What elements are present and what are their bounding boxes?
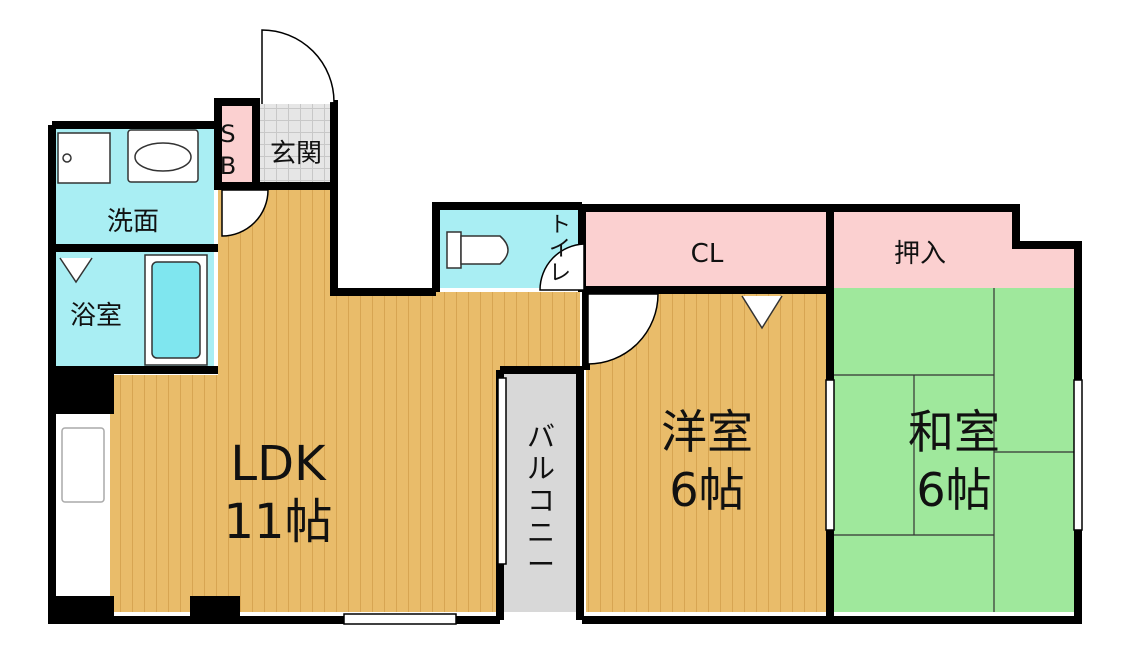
closet-floor (586, 212, 828, 288)
oshiire-floor (834, 212, 1074, 288)
balcony-floor (504, 374, 576, 612)
toilet-char-3: レ (549, 261, 571, 286)
entrance-name: 玄関 (270, 139, 322, 169)
toilet-char-2: イ (549, 237, 571, 262)
windows (343, 377, 1083, 625)
japanese-name: 和室 (908, 405, 1000, 459)
toilet-char-1: ト (549, 213, 571, 238)
ldk-name: LDK (230, 436, 327, 492)
shoebox-s: S (220, 120, 235, 148)
balcony-char-4: ニ (527, 516, 555, 549)
toilet-bowl-icon (446, 231, 462, 269)
washing-machine-icon (57, 132, 111, 184)
balcony-char-3: コ (527, 484, 555, 517)
entrance-floor (260, 104, 334, 186)
oshiire-name: 押入 (894, 239, 946, 269)
balcony-char-5: ー (527, 548, 555, 581)
door-swings (221, 29, 659, 365)
columns (48, 372, 240, 624)
balcony-char-2: ル (527, 452, 555, 485)
ldk-size: 11帖 (223, 494, 332, 550)
western-size: 6帖 (669, 463, 744, 517)
washroom-name: 洗面 (107, 207, 159, 237)
shoebox-b: B (220, 152, 236, 180)
ldk-floor (110, 190, 580, 612)
fixtures (57, 129, 783, 366)
japanese-floor (834, 288, 1074, 612)
bathroom-name: 浴室 (70, 301, 122, 331)
tatami-lines (834, 288, 1074, 612)
room-labels: LDK 11帖 洋室 6帖 和室 6帖 洗面 浴室 CL 押入 玄関 S B ト… (70, 120, 1000, 581)
shoebox-floor (218, 104, 256, 186)
japanese-size: 6帖 (916, 463, 991, 517)
balcony-char-1: バ (527, 420, 555, 453)
western-name: 洋室 (661, 405, 753, 459)
closet-name: CL (691, 239, 724, 269)
sink-icon (61, 427, 105, 503)
